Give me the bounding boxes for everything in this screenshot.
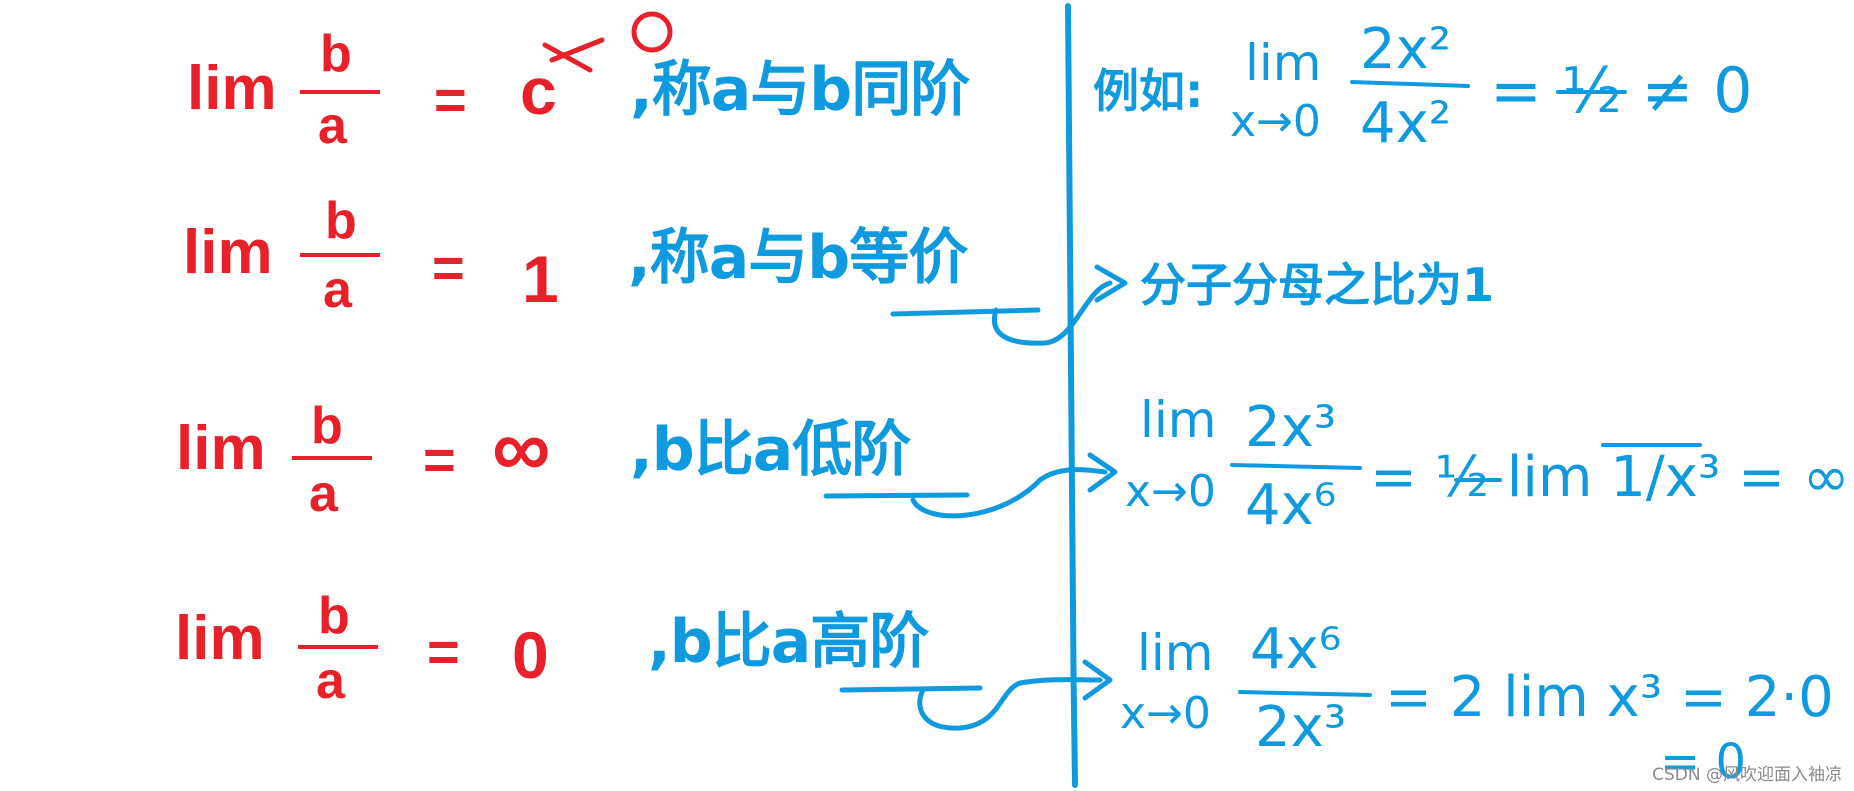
ex3-sub: x→0 (1125, 466, 1216, 517)
denominator-2: a (323, 261, 352, 319)
equals-1: = (434, 68, 467, 131)
numerator-2: b (325, 192, 357, 250)
clause-2: ,称a与b等价 (628, 223, 968, 293)
denominator-1: a (318, 97, 347, 155)
clause-4: ,b比a高阶 (648, 607, 929, 677)
ex4-rest: = 2 lim x³ = 2·0 (1385, 665, 1834, 730)
equals-2: = (432, 236, 465, 299)
equals-4: = (427, 620, 460, 683)
ex3-rest: = ½ lim 1/x³ = ∞ (1370, 445, 1850, 510)
ex1-rest: = ½ ≠ 0 (1490, 54, 1753, 127)
rhs-1: c (520, 54, 557, 128)
denominator-3: a (309, 465, 338, 523)
ex1-sub: x→0 (1230, 96, 1321, 147)
ex3-den: 4x⁶ (1245, 473, 1337, 538)
ex1-lim: lim (1245, 34, 1322, 92)
ex4-den: 2x³ (1255, 695, 1347, 760)
ex1-num: 2x² (1360, 17, 1452, 82)
rhs-2: 1 (522, 242, 559, 316)
watermark: CSDN @风吹迎面入袖凉 (1652, 765, 1842, 785)
example-label: 例如: (1093, 64, 1204, 118)
lim-label-3: lim (176, 414, 266, 483)
ex1-den: 4x² (1360, 91, 1452, 156)
lim-label-2: lim (183, 218, 273, 287)
numerator-1: b (320, 25, 352, 83)
clause-1: ,称a与b同阶 (630, 55, 970, 125)
lim-label-1: lim (187, 54, 277, 123)
ex3-num: 2x³ (1245, 395, 1337, 460)
lim-label-4: lim (175, 604, 265, 673)
denominator-4: a (316, 652, 345, 710)
ex4-sub: x→0 (1120, 688, 1211, 739)
numerator-3: b (311, 397, 343, 455)
ex4-lim: lim (1137, 624, 1214, 682)
ex3-lim: lim (1140, 391, 1217, 449)
equivalent-note: 分子分母之比为1 (1140, 258, 1495, 312)
rhs-3: ∞ (492, 403, 551, 494)
ex4-num: 4x⁶ (1250, 617, 1342, 682)
clause-3: ,b比a低阶 (630, 415, 911, 485)
equals-3: = (423, 428, 456, 491)
numerator-4: b (318, 587, 350, 645)
ex4-tail: = 0 (1660, 734, 1747, 790)
rhs-4: 0 (512, 618, 549, 692)
